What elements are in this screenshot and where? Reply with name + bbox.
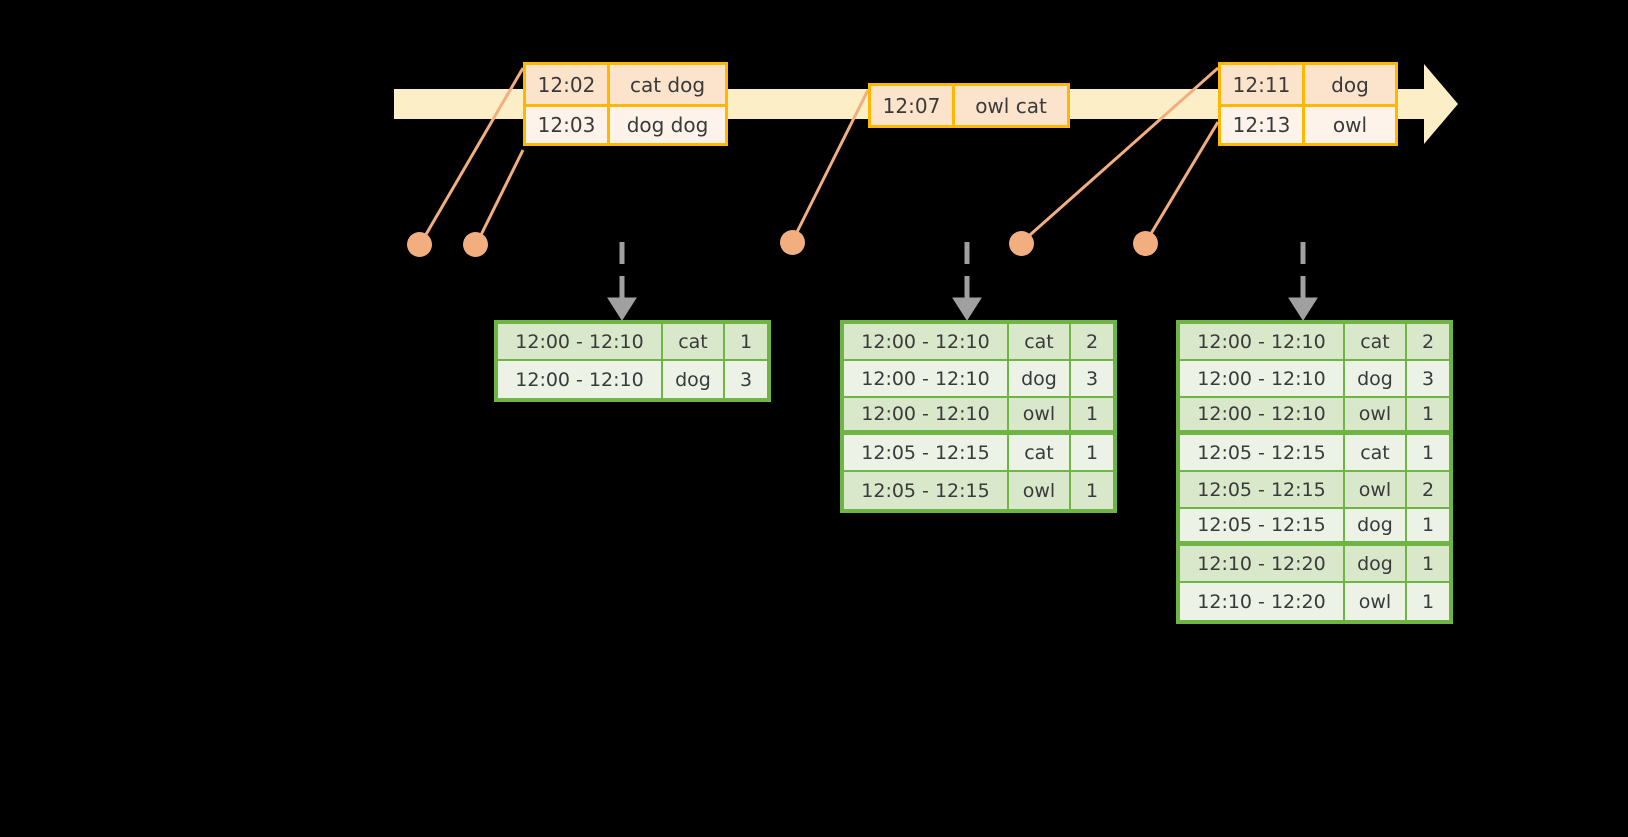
- connector-1207: [791, 89, 870, 241]
- cell-word: dog: [1345, 361, 1407, 396]
- cell-count: 1: [1407, 546, 1449, 581]
- event-row[interactable]: 12:07 owl cat: [871, 86, 1067, 125]
- cell-window: 12:00 - 12:10: [498, 361, 663, 398]
- cell-word: dog: [1345, 546, 1407, 581]
- cell-count: 2: [1407, 324, 1449, 359]
- event-box-group-1[interactable]: 12:02 cat dog 12:03 dog dog: [523, 62, 728, 146]
- cell-count: 1: [1071, 398, 1113, 430]
- event-words: dog: [1331, 72, 1369, 97]
- table-row[interactable]: 12:00 - 12:10 cat 1: [498, 324, 767, 361]
- cell-window: 12:05 - 12:15: [1180, 435, 1345, 470]
- event-row[interactable]: 12:02 cat dog: [526, 65, 725, 104]
- event-words: cat dog: [629, 72, 706, 97]
- event-row[interactable]: 12:11 dog: [1221, 65, 1395, 104]
- table-row[interactable]: 12:00 - 12:10 owl 1: [1180, 398, 1449, 435]
- cell-window: 12:05 - 12:15: [1180, 509, 1345, 541]
- cell-count: 2: [1407, 472, 1449, 507]
- cell-count: 1: [1071, 472, 1113, 509]
- cell-count: 1: [1407, 398, 1449, 430]
- connector-1203: [475, 149, 525, 244]
- event-words: owl: [1332, 113, 1368, 137]
- cell-word: dog: [663, 361, 725, 398]
- table-row[interactable]: 12:00 - 12:10 dog 3: [498, 361, 767, 398]
- table-row[interactable]: 12:05 - 12:15 owl 2: [1180, 472, 1449, 509]
- event-row[interactable]: 12:13 owl: [1221, 104, 1395, 143]
- cell-window: 12:00 - 12:10: [844, 398, 1009, 430]
- cell-word: owl: [1009, 472, 1071, 509]
- event-time: 12:13: [1221, 107, 1305, 143]
- cell-word: cat: [1345, 435, 1407, 470]
- cell-word: cat: [1009, 324, 1071, 359]
- event-box-group-3[interactable]: 12:11 dog 12:13 owl: [1218, 62, 1398, 146]
- cell-window: 12:05 - 12:15: [1180, 472, 1345, 507]
- table-row[interactable]: 12:05 - 12:15 cat 1: [844, 435, 1113, 472]
- table-row[interactable]: 12:10 - 12:20 dog 1: [1180, 546, 1449, 583]
- cell-word: owl: [1345, 472, 1407, 507]
- cell-word: dog: [1009, 361, 1071, 396]
- event-dot-1202[interactable]: [407, 232, 432, 257]
- cell-count: 1: [1407, 435, 1449, 470]
- cell-window: 12:10 - 12:20: [1180, 546, 1345, 581]
- cell-count: 3: [1407, 361, 1449, 396]
- event-time: 12:11: [1221, 65, 1305, 104]
- cell-word: owl: [1345, 398, 1407, 430]
- connector-1202: [419, 67, 525, 244]
- cell-window: 12:00 - 12:10: [1180, 361, 1345, 396]
- cell-word: cat: [1345, 324, 1407, 359]
- dashed-arrow-1: [607, 242, 637, 321]
- cell-window: 12:00 - 12:10: [844, 361, 1009, 396]
- cell-window: 12:05 - 12:15: [844, 472, 1009, 509]
- cell-window: 12:00 - 12:10: [1180, 398, 1345, 430]
- table-row[interactable]: 12:05 - 12:15 owl 1: [844, 472, 1113, 509]
- table-row[interactable]: 12:00 - 12:10 cat 2: [1180, 324, 1449, 361]
- cell-word: owl: [1009, 398, 1071, 430]
- cell-word: owl: [1345, 583, 1407, 620]
- connector-1213: [1144, 121, 1220, 243]
- table-row[interactable]: 12:00 - 12:10 cat 2: [844, 324, 1113, 361]
- event-dot-1213[interactable]: [1133, 231, 1158, 256]
- event-dot-1211[interactable]: [1009, 231, 1034, 256]
- cell-word: dog: [1345, 509, 1407, 541]
- cell-count: 1: [1407, 509, 1449, 541]
- cell-count: 1: [725, 324, 767, 359]
- event-time: 12:02: [526, 65, 610, 104]
- result-table-1[interactable]: 12:00 - 12:10 cat 1 12:00 - 12:10 dog 3: [494, 320, 771, 402]
- cell-count: 1: [1407, 583, 1449, 620]
- dashed-arrows: [607, 242, 1318, 321]
- table-row[interactable]: 12:05 - 12:15 cat 1: [1180, 435, 1449, 472]
- table-row[interactable]: 12:00 - 12:10 dog 3: [1180, 361, 1449, 398]
- dashed-arrow-2: [952, 242, 982, 321]
- result-table-2[interactable]: 12:00 - 12:10 cat 2 12:00 - 12:10 dog 3 …: [840, 320, 1117, 513]
- cell-count: 1: [1071, 435, 1113, 470]
- dashed-arrow-3: [1288, 242, 1318, 321]
- cell-window: 12:00 - 12:10: [844, 324, 1009, 359]
- table-row[interactable]: 12:05 - 12:15 dog 1: [1180, 509, 1449, 546]
- event-time: 12:03: [526, 107, 610, 143]
- event-row[interactable]: 12:03 dog dog: [526, 104, 725, 143]
- cell-count: 3: [725, 361, 767, 398]
- event-box-group-2[interactable]: 12:07 owl cat: [868, 83, 1070, 128]
- event-dot-1207[interactable]: [780, 230, 805, 255]
- table-row[interactable]: 12:00 - 12:10 dog 3: [844, 361, 1113, 398]
- cell-window: 12:00 - 12:10: [498, 324, 663, 359]
- cell-count: 3: [1071, 361, 1113, 396]
- result-table-3[interactable]: 12:00 - 12:10 cat 2 12:00 - 12:10 dog 3 …: [1176, 320, 1453, 624]
- event-words: owl cat: [975, 93, 1047, 118]
- event-dot-1203[interactable]: [463, 232, 488, 257]
- cell-window: 12:00 - 12:10: [1180, 324, 1345, 359]
- cell-word: cat: [1009, 435, 1071, 470]
- cell-count: 2: [1071, 324, 1113, 359]
- event-words: dog dog: [626, 113, 709, 137]
- cell-window: 12:10 - 12:20: [1180, 583, 1345, 620]
- table-row[interactable]: 12:10 - 12:20 owl 1: [1180, 583, 1449, 620]
- cell-word: cat: [663, 324, 725, 359]
- table-row[interactable]: 12:00 - 12:10 owl 1: [844, 398, 1113, 435]
- event-time: 12:07: [871, 86, 955, 125]
- cell-window: 12:05 - 12:15: [844, 435, 1009, 470]
